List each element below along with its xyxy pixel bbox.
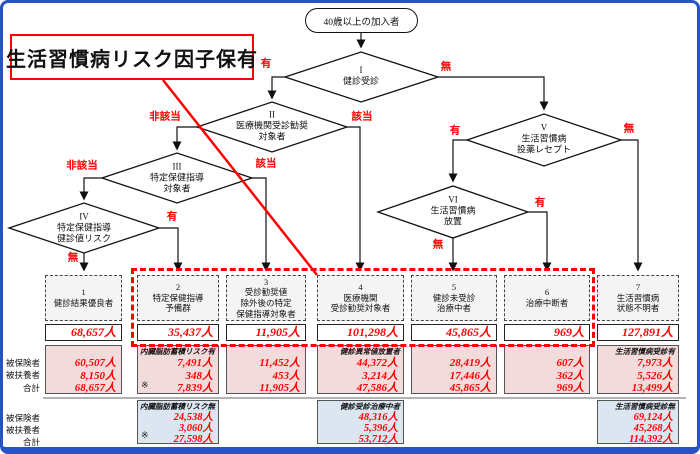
callout-title: 生活習慣病リスク因子保有 xyxy=(6,48,258,71)
decision-I-shape xyxy=(282,51,441,103)
start-node-label: 40歳以上の加入者 xyxy=(323,17,400,28)
branch-I-no: 無 xyxy=(440,61,452,73)
start-node: 40歳以上の加入者 xyxy=(305,8,418,33)
result-box-6: 6 治療中断者 xyxy=(504,275,590,321)
blue-row-label-dependents: 被扶養者 xyxy=(6,425,41,435)
result-box-4: 4 医療機関 受診勧奨対象者 xyxy=(317,275,404,321)
branch-VI-no: 無 xyxy=(432,239,444,251)
blue-row-label-insured: 被保険者 xyxy=(6,413,41,423)
pink-col-7: 生活習慣病受診有 7,973人 5,526人 13,499人 xyxy=(597,345,679,394)
branch-V-yes: 有 xyxy=(449,125,461,137)
decision-I-label: I 健診受診 xyxy=(342,65,380,86)
branch-V-no: 無 xyxy=(623,123,635,135)
count-box-2: 35,437人 xyxy=(137,324,219,341)
branch-IV-no: 無 xyxy=(67,252,79,264)
branch-II-no: 非該当 xyxy=(149,111,181,123)
pink-col-6: 607人 362人 969人 xyxy=(504,345,590,394)
decision-V-shape xyxy=(464,113,624,167)
pink-col-2: 内臓脂肪蓄積リスク有 7,491人 348人 7,839人 ※ xyxy=(137,345,219,394)
branch-VI-yes: 有 xyxy=(534,197,546,209)
blue-col-4: 健診受診治療中者 48,316人 5,396人 53,712人 xyxy=(317,400,404,445)
reference-mark: ※ xyxy=(141,380,149,390)
blue-col-2: 内臓脂肪蓄積リスク無 24,538人 3,060人 27,598人 ※ xyxy=(137,400,219,445)
count-box-3: 11,905人 xyxy=(226,324,306,341)
pink-row-label-dependents: 被扶養者 xyxy=(6,370,41,380)
branch-II-yes: 該当 xyxy=(351,111,373,123)
branch-III-yes: 該当 xyxy=(255,158,277,170)
blue-row-label-total: 合計 xyxy=(22,437,40,447)
decision-IV-label: IV 特定保健指導 健診値リスク xyxy=(56,211,112,244)
count-box-7: 127,891人 xyxy=(597,324,679,341)
pink-col-4: 健診異常値放置者 44,372人 3,214人 47,586人 xyxy=(317,345,404,394)
branch-I-yes: 有 xyxy=(260,58,272,70)
branch-IV-yes: 有 xyxy=(166,211,178,223)
callout-title-box: 生活習慣病リスク因子保有 xyxy=(6,34,257,80)
pink-row-label-insured: 被保険者 xyxy=(6,358,41,368)
pink-col-3: 11,452人 453人 11,905人 xyxy=(226,345,306,394)
result-box-2: 2 特定保健指導 予備群 xyxy=(137,275,219,321)
count-box-6: 969人 xyxy=(504,324,590,341)
blue-col-7: 生活習慣病受診無 69,124人 45,268人 114,392人 xyxy=(597,400,679,445)
decision-IV-shape xyxy=(6,202,162,254)
branch-III-no: 非該当 xyxy=(66,160,98,172)
result-box-1: 1 健診結果優良者 xyxy=(45,275,122,321)
count-box-1: 68,657人 xyxy=(45,324,122,341)
result-box-5: 5 健診未受診 治療中者 xyxy=(411,275,497,321)
result-box-3: 3 受診勧奨値 除外後の特定 保健指導対象者 xyxy=(226,275,306,321)
pink-col-1: 60,507人 8,150人 68,657人 xyxy=(45,345,122,394)
decision-III-label: III 特定保健指導 対象者 xyxy=(149,161,205,194)
decision-VI-label: VI 生活習慣病 放置 xyxy=(430,194,476,227)
pink-col-5: 28,419人 17,446人 45,865人 xyxy=(411,345,497,394)
reference-mark: ※ xyxy=(141,430,149,440)
count-box-4: 101,298人 xyxy=(317,324,404,341)
decision-II-label: II 医療機関受診勧奨 対象者 xyxy=(235,109,309,142)
result-box-7: 7 生活習慣病 状態不明者 xyxy=(597,275,679,321)
count-box-5: 45,865人 xyxy=(411,324,497,341)
decision-V-label: V 生活習慣病 投薬レセプト xyxy=(516,122,572,155)
pink-row-label-total: 合計 xyxy=(22,383,40,393)
decision-VI-shape xyxy=(376,185,530,239)
